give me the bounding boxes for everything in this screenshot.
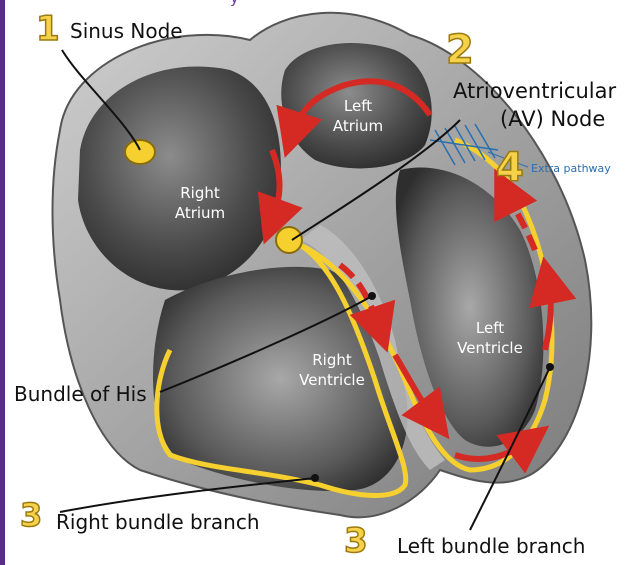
left-atrium-line2: Atrium [323,116,393,136]
right-ventricle-line1: Right [292,350,372,370]
right-atrium-line1: Right [165,183,235,203]
label-sinus-node: Sinus Node [70,21,183,41]
label-left-ventricle: Left Ventricle [450,318,530,358]
right-ventricle-line2: Ventricle [292,370,372,390]
label-av-node-line2: (AV) Node [500,109,605,130]
label-right-ventricle: Right Ventricle [292,350,372,390]
step-number-4: 4 [496,148,524,188]
step-number-3-right: 3 [20,499,42,531]
left-ventricle-line1: Left [450,318,530,338]
left-ventricle-line2: Ventricle [450,338,530,358]
label-left-atrium: Left Atrium [323,96,393,136]
label-bundle-of-his: Bundle of His [14,384,147,404]
step-number-3-left: 3 [344,524,368,558]
label-extra-pathway: Extra pathway [531,163,611,174]
right-atrium-line2: Atrium [165,203,235,223]
step-number-2: 2 [446,30,474,70]
av-node [276,227,302,253]
label-left-bundle-branch: Left bundle branch [397,536,585,556]
sinus-node [125,140,155,164]
left-atrium-line1: Left [323,96,393,116]
label-right-bundle-branch: Right bundle branch [56,512,260,532]
label-right-atrium: Right Atrium [165,183,235,223]
label-av-node-line1: Atrioventricular [453,81,616,102]
step-number-1: 1 [36,12,60,46]
